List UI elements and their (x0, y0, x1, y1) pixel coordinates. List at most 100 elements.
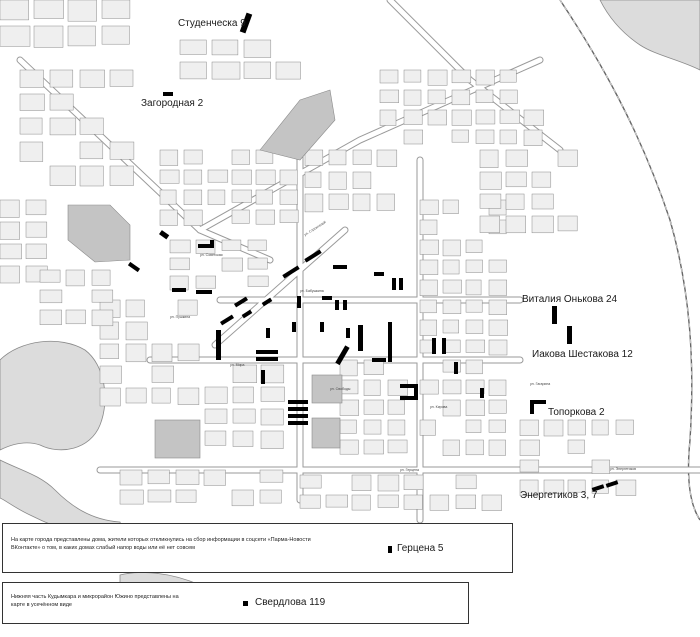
city-block (363, 419, 382, 435)
marker-iakova-shestakova-12 (567, 326, 572, 344)
city-block (376, 193, 395, 211)
city-block (0, 0, 29, 21)
city-block (488, 379, 507, 396)
city-block (488, 399, 507, 414)
pond-west (0, 340, 106, 451)
city-block (25, 199, 47, 216)
city-block (403, 474, 424, 490)
marker-sverdlova-119 (243, 601, 248, 606)
city-block (339, 359, 358, 377)
city-block (339, 439, 359, 455)
city-block (247, 275, 269, 287)
marker (288, 414, 308, 418)
stadium (311, 417, 341, 449)
city-blocks (0, 0, 637, 511)
city-block (377, 474, 400, 492)
city-block (183, 169, 203, 185)
city-block (488, 419, 506, 433)
city-block (19, 69, 44, 88)
marker (320, 322, 324, 332)
city-block (179, 61, 207, 80)
marker (241, 309, 253, 319)
city-block (79, 165, 104, 187)
city-block (221, 239, 242, 251)
city-block (403, 494, 423, 510)
city-block (65, 309, 86, 325)
city-block (557, 149, 578, 167)
city-block (147, 469, 170, 485)
city-block (455, 494, 476, 509)
city-block (442, 379, 462, 395)
marker (256, 357, 278, 361)
city-block (204, 408, 228, 424)
city-block (183, 149, 203, 165)
city-block (91, 309, 114, 327)
city-block (379, 89, 399, 103)
marker (343, 300, 347, 310)
city-block (99, 387, 121, 407)
label-studencheskaya-9: Студенческа 9 (178, 18, 246, 29)
city-block (465, 319, 484, 334)
marker (261, 370, 265, 384)
city-block (427, 69, 448, 86)
city-block (451, 129, 469, 143)
city-block (79, 69, 105, 88)
city-block (247, 257, 268, 270)
marker (392, 278, 396, 290)
city-block (232, 364, 257, 383)
city-block (328, 149, 347, 166)
marker (454, 362, 458, 374)
city-block (91, 289, 114, 303)
city-block (207, 189, 226, 205)
city-block (259, 489, 282, 504)
city-block (427, 109, 447, 126)
city-block (505, 215, 526, 234)
city-block (351, 474, 372, 491)
city-block (403, 129, 423, 145)
marker (234, 296, 248, 308)
city-block (211, 61, 241, 80)
city-block (475, 89, 494, 103)
city-block (488, 319, 508, 336)
city-block (387, 419, 406, 436)
city-block (299, 494, 321, 509)
city-block (523, 129, 543, 146)
city-block (419, 299, 437, 314)
city-block (531, 193, 554, 210)
city-block (403, 89, 422, 106)
city-block (591, 419, 609, 436)
city-block (427, 89, 446, 105)
city-block (169, 239, 191, 254)
street-name: ул. Гагарина (530, 382, 550, 386)
city-block (19, 93, 45, 111)
city-block (33, 0, 64, 19)
city-block (465, 339, 485, 353)
city-block (465, 239, 483, 253)
marker (282, 265, 300, 279)
marker (261, 297, 273, 307)
marker (399, 278, 403, 290)
city-block (231, 209, 250, 224)
city-block (304, 149, 324, 166)
marker (159, 230, 170, 240)
city-block (33, 25, 64, 48)
city-block (49, 93, 74, 111)
marker (335, 300, 339, 310)
marker (292, 322, 296, 332)
city-block (175, 489, 197, 503)
label-iakova-shestakova-12: Иакова Шестакова 12 (532, 349, 633, 360)
label-sverdlova-119: Свердлова 119 (255, 597, 326, 608)
city-block (379, 69, 399, 84)
city-block (465, 299, 483, 313)
city-block (475, 129, 495, 144)
city-block (275, 61, 301, 80)
city-block (232, 386, 254, 404)
street-name: ул. Свободы (330, 387, 351, 391)
label-gertsena-5: Герцена 5 (397, 543, 444, 554)
city-block (505, 149, 528, 167)
city-block (543, 479, 565, 494)
city-block (195, 275, 216, 289)
city-block (39, 269, 61, 283)
city-block (465, 439, 484, 456)
marker (198, 240, 214, 248)
